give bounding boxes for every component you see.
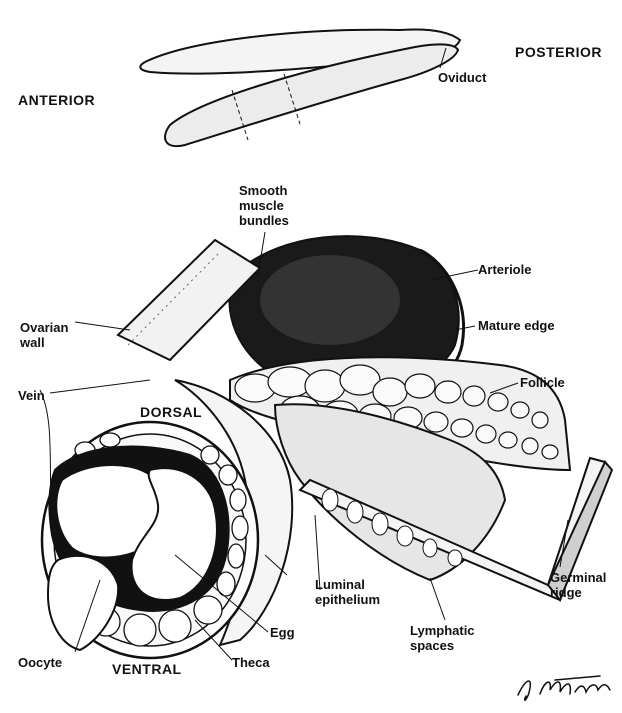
ovary-diagram: ANTERIOR POSTERIOR Oviduct Smooth muscle…	[0, 0, 622, 713]
artist-signature	[0, 0, 622, 713]
